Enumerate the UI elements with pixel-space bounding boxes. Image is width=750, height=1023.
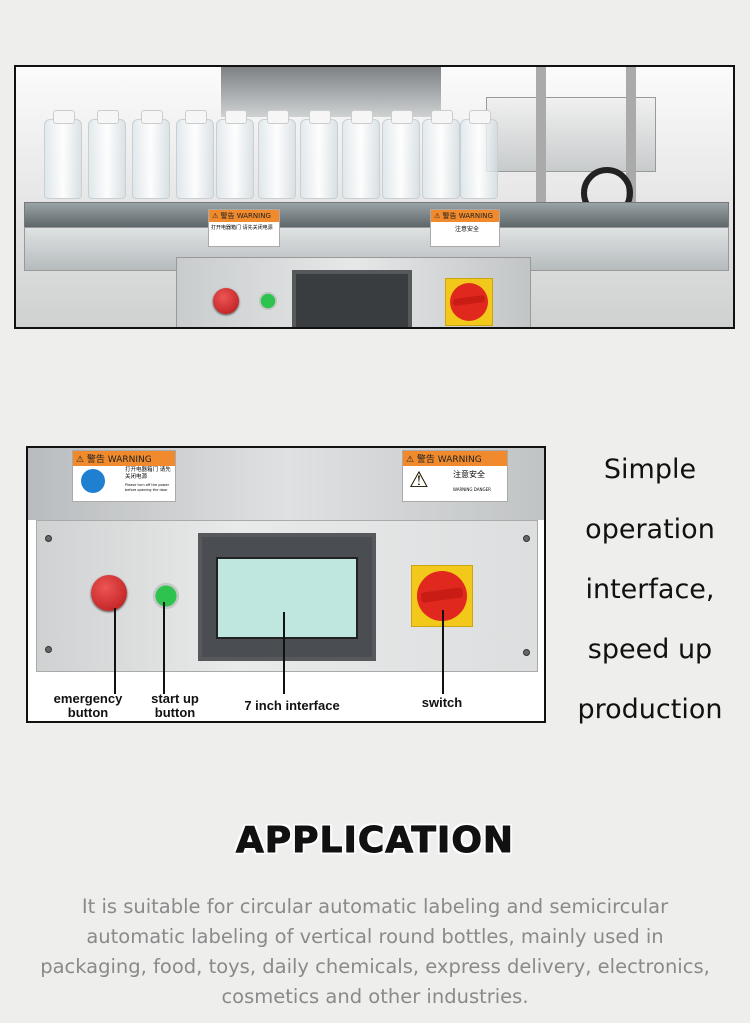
start-button-label: start up button bbox=[151, 691, 199, 720]
warning-label: ⚠ 警告 WARNING 打开电器箱门 请先关闭电源 Please turn o… bbox=[72, 450, 176, 502]
emergency-button bbox=[213, 288, 239, 314]
warning-label: ⚠ 警告 WARNING ⚠ 注意安全 WARNING DANGER bbox=[402, 450, 508, 502]
side-caption: Simple operation interface, speed up pro… bbox=[577, 454, 723, 725]
rotary-switch bbox=[445, 278, 493, 326]
callout-line bbox=[114, 608, 116, 694]
bottle bbox=[258, 110, 296, 199]
control-panel bbox=[36, 520, 538, 672]
bottle bbox=[44, 110, 82, 199]
column bbox=[536, 67, 546, 217]
control-panel-photo: ⚠ 警告 WARNING 打开电器箱门 请先关闭电源 Please turn o… bbox=[26, 446, 546, 723]
screw bbox=[45, 535, 52, 542]
callout-line bbox=[442, 610, 444, 694]
hmi-display bbox=[216, 557, 358, 639]
bottle bbox=[342, 110, 380, 199]
warning-triangle-icon: ⚠ bbox=[409, 468, 429, 493]
conveyor-belt bbox=[24, 202, 729, 228]
touch-screen-bezel bbox=[198, 533, 376, 661]
bottle bbox=[422, 110, 460, 199]
callout-line bbox=[283, 612, 285, 694]
screw bbox=[523, 535, 530, 542]
bottle bbox=[460, 110, 498, 199]
bottle bbox=[176, 110, 214, 199]
callout-line bbox=[163, 602, 165, 694]
warning-label: ⚠ 警告 WARNING 注意安全 bbox=[430, 209, 500, 247]
column bbox=[626, 67, 636, 257]
warning-label: ⚠ 警告 WARNING 打开电器箱门 请先关闭电源 bbox=[208, 209, 280, 247]
switch-label: switch bbox=[421, 695, 463, 710]
bottle bbox=[132, 110, 170, 199]
bottle bbox=[88, 110, 126, 199]
screw bbox=[45, 646, 52, 653]
screw bbox=[523, 649, 530, 656]
bottle bbox=[216, 110, 254, 199]
control-cabinet bbox=[176, 257, 531, 327]
bottle bbox=[300, 110, 338, 199]
start-button bbox=[259, 292, 277, 310]
application-heading: APPLICATION bbox=[235, 820, 515, 862]
application-description: It is suitable for circular automatic la… bbox=[40, 895, 710, 1008]
emergency-button-label: emergency button bbox=[53, 691, 123, 720]
labeling-head bbox=[221, 67, 441, 117]
touch-screen bbox=[292, 270, 412, 327]
start-button bbox=[153, 583, 179, 609]
interface-label: 7 inch interface bbox=[244, 698, 340, 713]
emergency-button bbox=[91, 575, 127, 611]
electric-hazard-icon bbox=[81, 469, 105, 493]
machine-overview-photo: ⚠ 警告 WARNING 打开电器箱门 请先关闭电源 ⚠ 警告 WARNING … bbox=[14, 65, 735, 329]
bottle bbox=[382, 110, 420, 199]
